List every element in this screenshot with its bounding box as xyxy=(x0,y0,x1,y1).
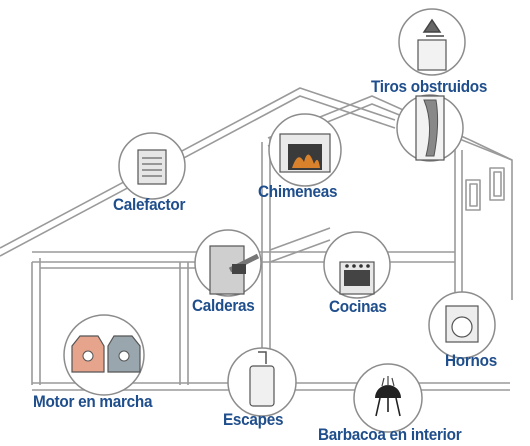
label-calderas: Calderas xyxy=(192,296,255,315)
label-barbacoa-en-interior: Barbacoa en interior xyxy=(318,425,462,444)
label-hornos: Hornos xyxy=(445,351,497,370)
water-heater-icon xyxy=(227,347,297,417)
label-motor-en-marcha: Motor en marcha xyxy=(33,392,153,411)
cars-icon xyxy=(63,314,145,396)
label-cocinas: Cocinas xyxy=(329,297,387,316)
boiler-icon xyxy=(194,229,262,297)
label-chimeneas: Chimeneas xyxy=(258,182,338,201)
chimney-top-icon xyxy=(398,8,466,76)
dryer-icon xyxy=(428,291,496,359)
space-heater-icon xyxy=(118,132,186,200)
grill-icon xyxy=(353,363,423,433)
label-tiros-obstruidos: Tiros obstruidos xyxy=(371,77,488,96)
chimney-flue-icon xyxy=(396,94,464,162)
label-escapes: Escapes xyxy=(223,410,284,429)
stove-icon xyxy=(323,231,391,299)
fireplace-icon xyxy=(268,113,342,187)
label-calefactor: Calefactor xyxy=(113,195,186,214)
